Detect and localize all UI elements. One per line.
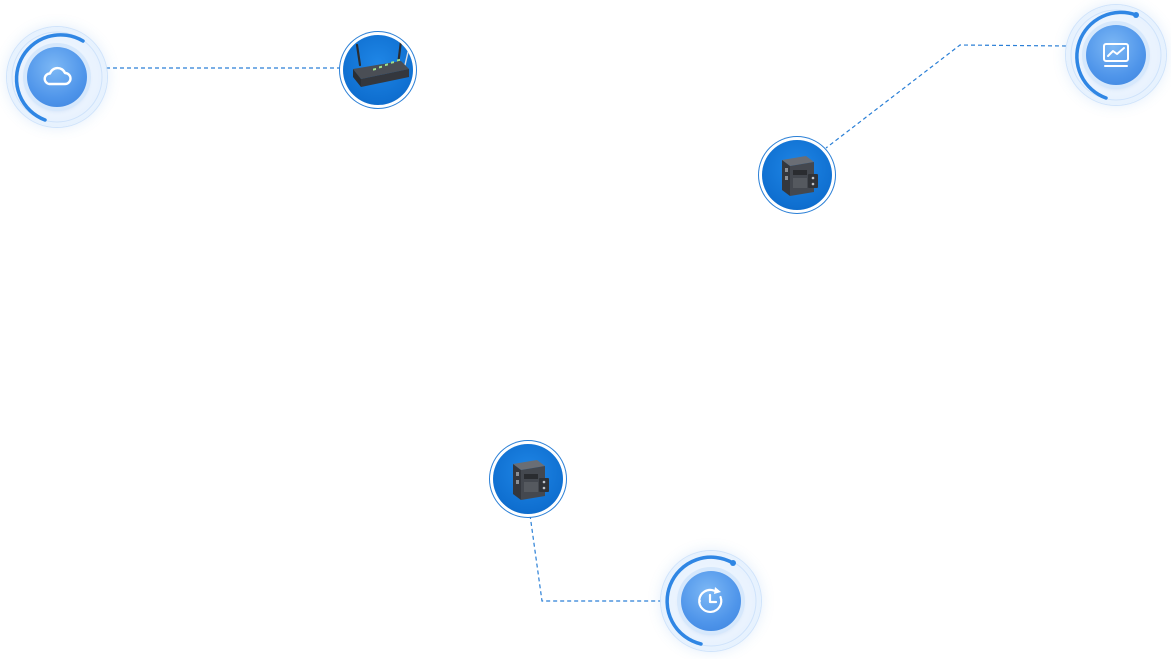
progress-ring [11, 31, 103, 123]
cloud-hub-core [27, 47, 87, 107]
cloud-icon [43, 66, 72, 86]
router-device[interactable] [340, 32, 416, 108]
clock-hub[interactable] [661, 551, 761, 651]
controller-disc [493, 444, 563, 514]
router-icon [353, 38, 412, 87]
controller-module-icon [782, 156, 818, 196]
clock-sync-icon [698, 587, 723, 614]
link-controller-clock [529, 514, 662, 602]
monitor-hub-core [1086, 25, 1146, 85]
progress-ring [1070, 9, 1162, 101]
router-disc [343, 35, 413, 105]
controller-device-bottom[interactable] [490, 441, 566, 517]
link-monitor-controller [825, 44, 1067, 149]
cloud-hub[interactable] [7, 27, 107, 127]
controller-module-icon [513, 460, 549, 500]
controller-device-top[interactable] [759, 137, 835, 213]
clock-hub-core [681, 571, 741, 631]
controller-disc [762, 140, 832, 210]
monitor-hub[interactable] [1066, 5, 1166, 105]
progress-ring [665, 555, 757, 647]
monitor-chart-icon [1103, 43, 1129, 67]
